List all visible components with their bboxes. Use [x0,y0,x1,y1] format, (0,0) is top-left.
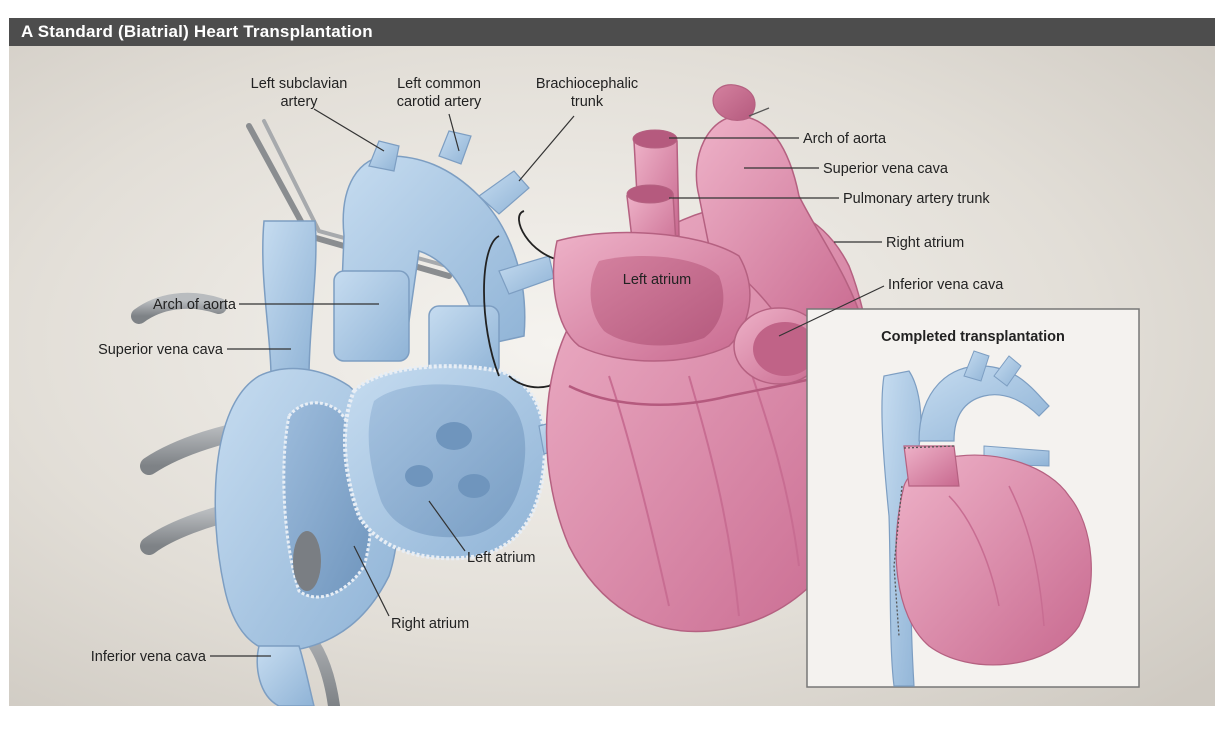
label-donor-left-atrium: Left atrium [623,272,692,288]
label-recipient-inferior-vena-cava: Inferior vena cava [91,649,207,665]
illustration-svg: Left subclavian artery Left common carot… [9,46,1215,706]
label-left-common-carotid-line1: Left common [397,76,481,92]
label-donor-arch-of-aorta: Arch of aorta [803,131,887,147]
label-donor-pulmonary-artery-trunk: Pulmonary artery trunk [843,191,990,207]
label-donor-right-atrium: Right atrium [886,235,964,251]
label-donor-inferior-vena-cava: Inferior vena cava [888,277,1004,293]
label-recipient-superior-vena-cava: Superior vena cava [98,342,224,358]
label-brachiocephalic-line2: trunk [571,94,604,110]
header-bar: A Standard (Biatrial) Heart Transplantat… [9,18,1215,46]
label-left-common-carotid-line2: carotid artery [397,94,482,110]
label-recipient-right-atrium: Right atrium [391,616,469,632]
label-left-subclavian-line2: artery [280,94,318,110]
label-left-subclavian-line1: Left subclavian [251,76,348,92]
label-brachiocephalic-line1: Brachiocephalic [536,76,638,92]
label-donor-superior-vena-cava: Superior vena cava [823,161,949,177]
label-recipient-left-atrium: Left atrium [467,550,536,566]
label-recipient-arch-of-aorta: Arch of aorta [153,297,237,313]
figure-title: A Standard (Biatrial) Heart Transplantat… [21,22,373,42]
inset-completed-transplantation [807,309,1139,687]
inset-title: Completed transplantation [881,329,1065,345]
illustration-panel: Left subclavian artery Left common carot… [9,46,1215,706]
